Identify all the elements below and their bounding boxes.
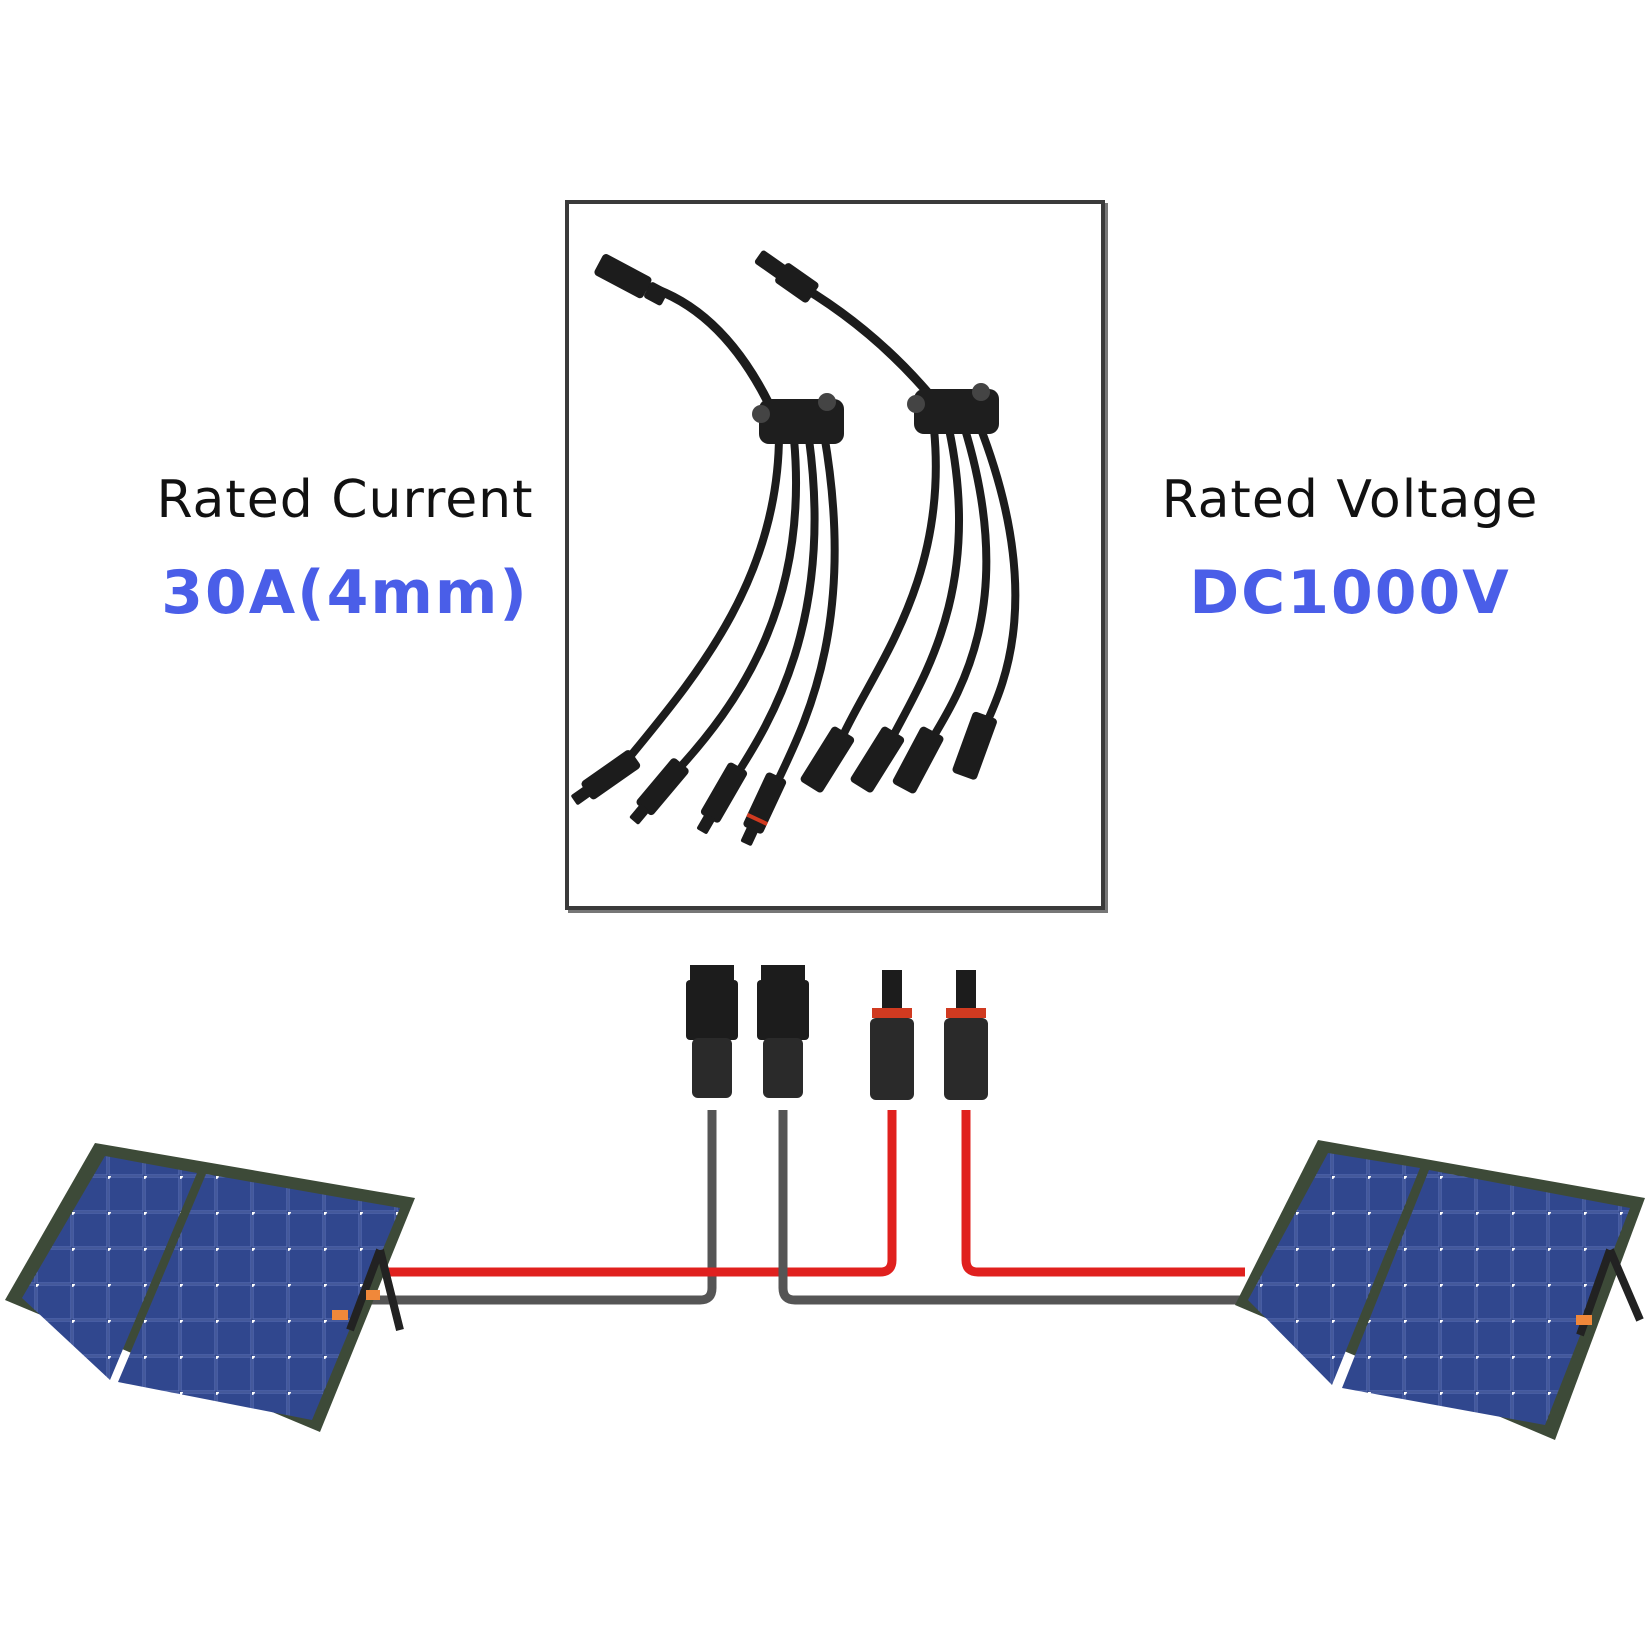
solar-panel-right bbox=[1235, 1140, 1645, 1440]
mc4-male-connector-icon bbox=[629, 758, 689, 825]
mc4-female-connector-icon bbox=[892, 726, 944, 794]
mc4-female-connector-icon bbox=[594, 254, 669, 306]
mc4-female-connector-icon bbox=[686, 965, 738, 1098]
rated-current-spec: Rated Current 30A(4mm) bbox=[145, 470, 545, 628]
mc4-female-connector-icon bbox=[757, 965, 809, 1098]
junction-block-left bbox=[759, 399, 844, 444]
mc4-female-connector-icon bbox=[952, 711, 997, 780]
branch-cables-illustration bbox=[571, 250, 1020, 846]
mc4-male-connector-icon bbox=[870, 970, 914, 1100]
rated-voltage-label: Rated Voltage bbox=[1161, 470, 1539, 530]
positive-wire-right bbox=[961, 1110, 1245, 1277]
negative-wire-right bbox=[778, 1110, 1245, 1305]
rated-current-label: Rated Current bbox=[156, 470, 534, 530]
mc4-female-connector-icon bbox=[850, 726, 905, 793]
positive-wire-left bbox=[370, 1110, 897, 1277]
mc4-male-connector-icon bbox=[740, 772, 787, 846]
mc4-female-connector-icon bbox=[800, 726, 855, 793]
rated-current-value: 30A(4mm) bbox=[161, 558, 529, 628]
rated-voltage-value: DC1000V bbox=[1189, 558, 1511, 628]
solar-panel-left bbox=[5, 1143, 415, 1432]
mc4-male-connector-icon bbox=[697, 762, 748, 834]
product-image-frame bbox=[565, 200, 1105, 910]
mc4-male-connector-icon bbox=[571, 750, 641, 805]
rated-voltage-spec: Rated Voltage DC1000V bbox=[1155, 470, 1545, 628]
mc4-male-connector-icon bbox=[754, 250, 819, 303]
parallel-wiring-diagram bbox=[5, 965, 1645, 1440]
negative-wire-left bbox=[370, 1110, 717, 1305]
mc4-male-connector-icon bbox=[944, 970, 988, 1100]
